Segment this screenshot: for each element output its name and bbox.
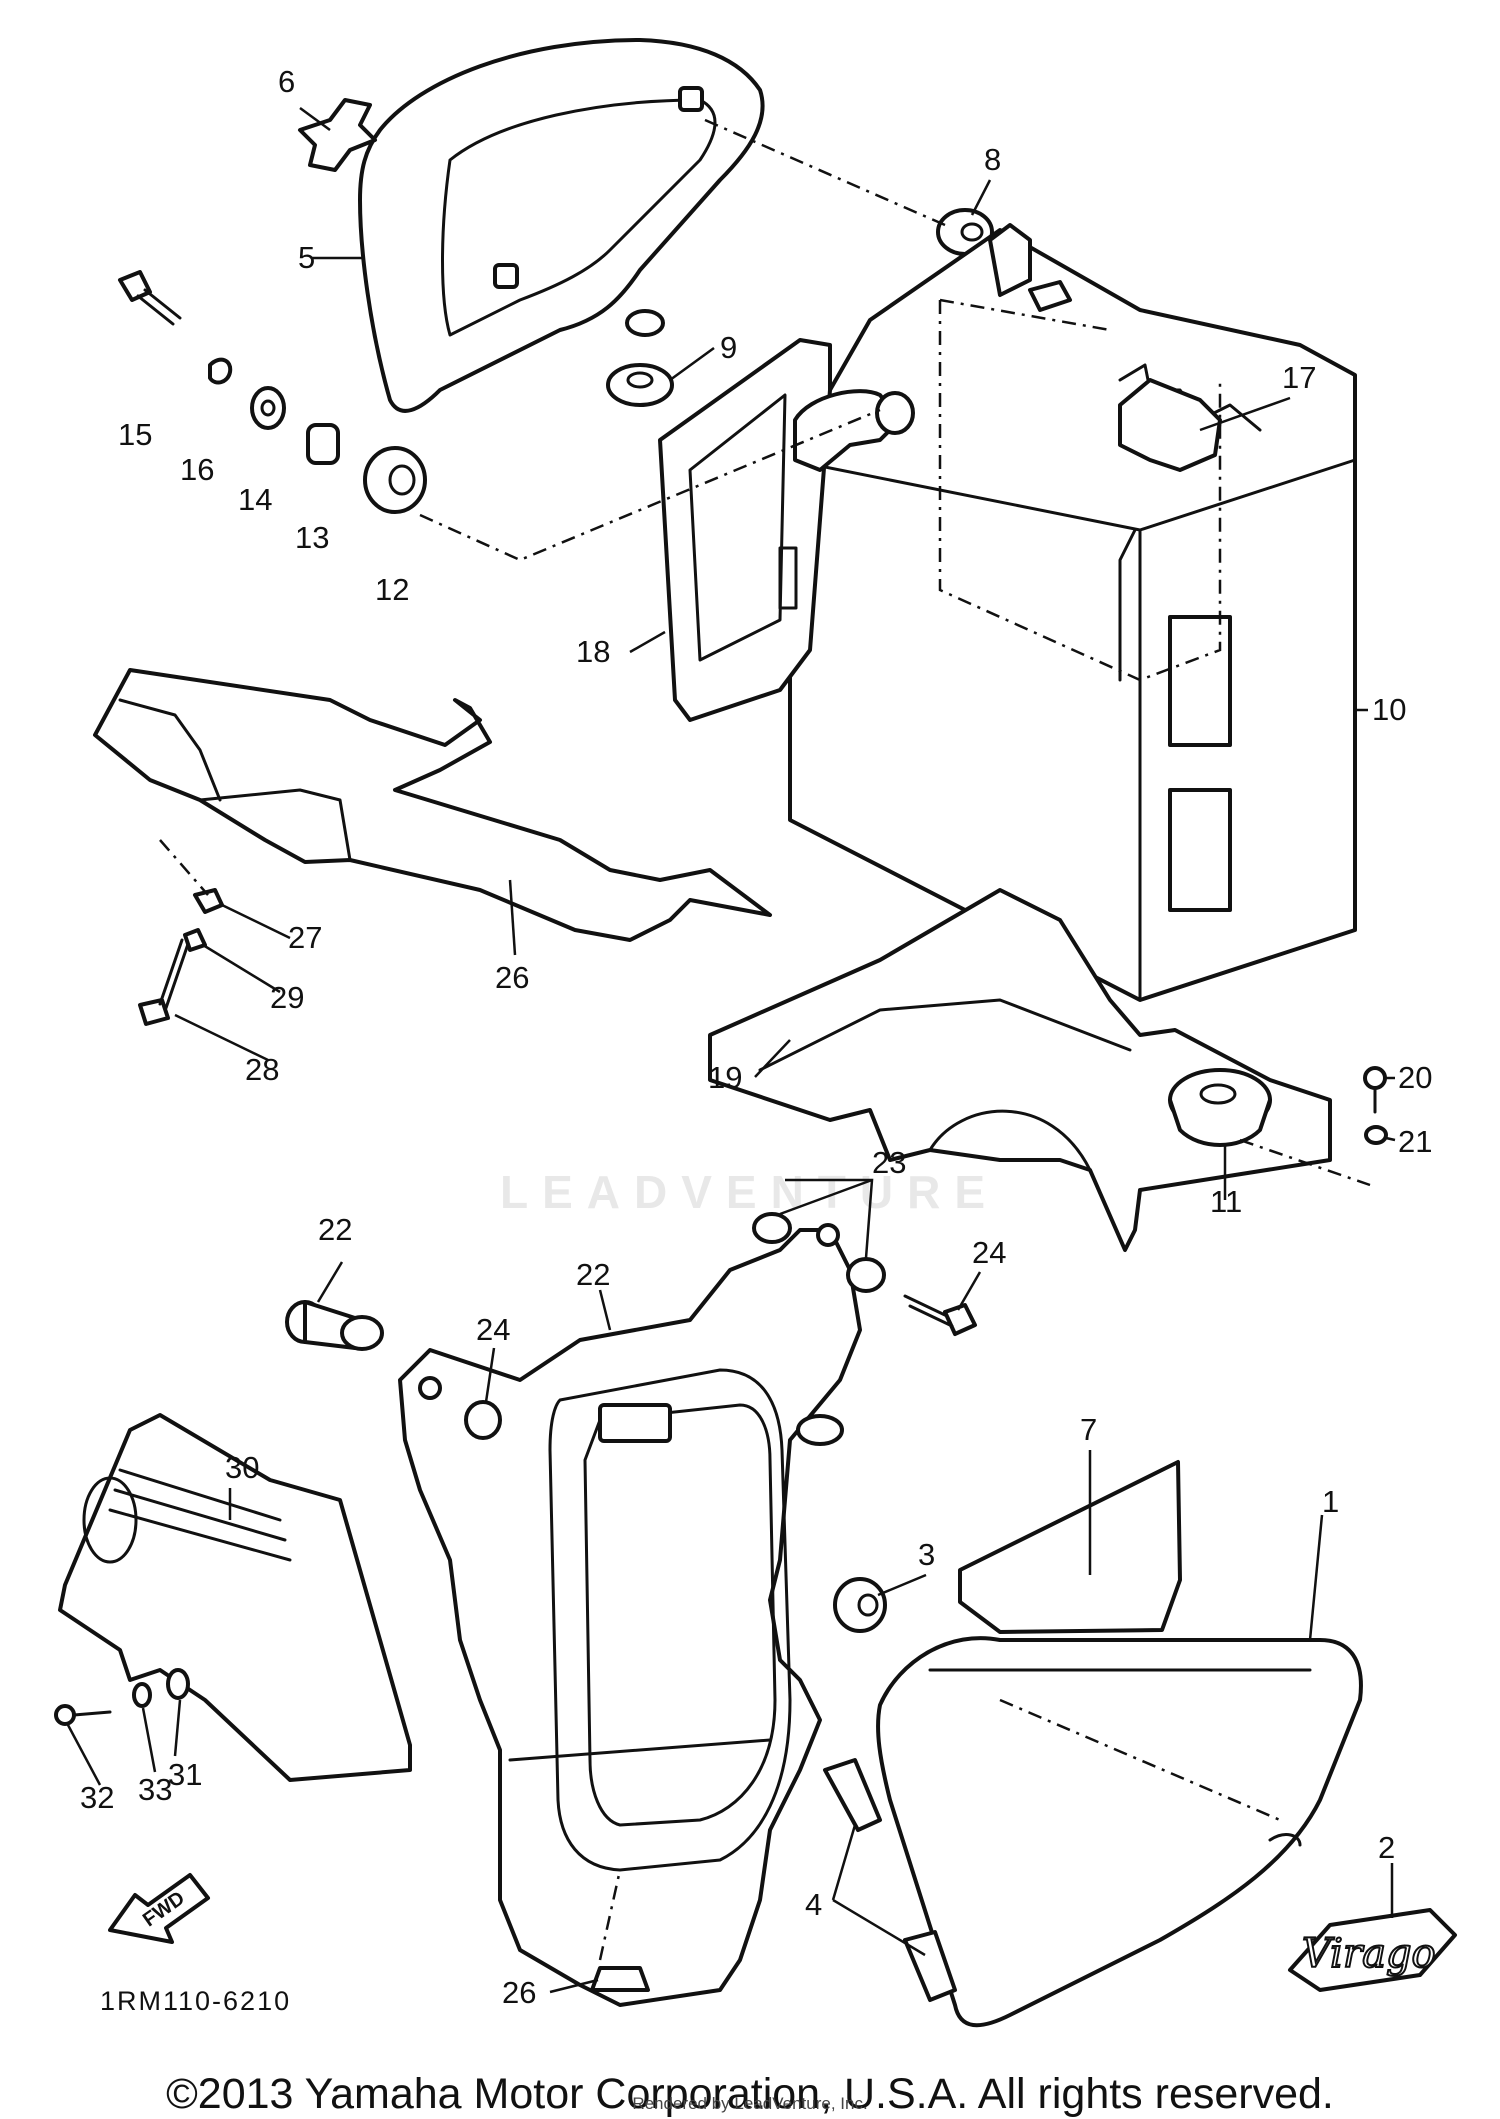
part-34-washer xyxy=(132,1682,152,1708)
part-25-bolt xyxy=(903,1294,977,1336)
part-10-battery-box xyxy=(788,223,1357,1002)
callout-4: 4 xyxy=(805,1887,822,1922)
callout-26: 26 xyxy=(502,1975,536,2010)
part-12-grommet xyxy=(363,446,427,514)
part-21-nut xyxy=(1364,1125,1388,1145)
part-27-duct xyxy=(93,668,772,942)
part-32-washer xyxy=(166,1668,190,1700)
part-23-collar xyxy=(285,1300,384,1351)
copyright-notice: ©2013 Yamaha Motor Corporation, U.S.A. A… xyxy=(166,2070,1334,2118)
callout-2: 2 xyxy=(1378,1830,1395,1865)
part-22-housing xyxy=(398,1223,862,2007)
callout-5: 5 xyxy=(298,240,315,275)
callout-31: 30 xyxy=(225,1450,259,1485)
callout-22: 22 xyxy=(576,1257,610,1292)
part-13-collar xyxy=(306,423,340,465)
callout-17: 17 xyxy=(1282,360,1316,395)
callout-19: 19 xyxy=(708,1060,742,1095)
callout-30: 29 xyxy=(270,980,304,1015)
part-20-bolt xyxy=(1363,1066,1387,1114)
emblem-text: Virago xyxy=(1302,1931,1436,1977)
callout-3: 3 xyxy=(918,1537,935,1572)
callout-20: 20 xyxy=(1398,1060,1432,1095)
callout-25: 24 xyxy=(972,1235,1006,1270)
callout-24-upper: 23 xyxy=(872,1145,906,1180)
callout-11: 11 xyxy=(1210,1184,1242,1219)
callout-8: 8 xyxy=(984,142,1001,177)
callout-14: 14 xyxy=(238,482,272,517)
assembly-dashed-lines xyxy=(159,118,1371,1961)
part-26-grommet xyxy=(590,1966,650,1992)
part-24-washer-lower xyxy=(464,1400,502,1440)
part-29-bolt xyxy=(138,938,190,1026)
part-14-washer xyxy=(250,386,286,430)
callout-24-lower: 24 xyxy=(476,1312,510,1347)
part-16-washer xyxy=(208,357,233,385)
part-10-top-bracket xyxy=(793,389,902,472)
callout-33: 32 xyxy=(80,1780,114,1815)
part-11-grommet xyxy=(1168,1068,1272,1147)
callout-numbers: 6 5 8 9 17 15 16 14 13 12 18 10 27 26 29… xyxy=(80,64,1432,2010)
forward-arrow-icon: FWD xyxy=(108,1873,210,1944)
part-10-mount-hole xyxy=(875,391,915,435)
part-1-side-cover xyxy=(876,1636,1363,2028)
part-3-grommet xyxy=(833,1577,887,1633)
part-19-lower-tray xyxy=(708,888,1332,1252)
part-33-screw xyxy=(54,1704,112,1726)
callout-28: 27 xyxy=(288,920,322,955)
callout-10: 10 xyxy=(1372,692,1406,727)
part-5-upper-cover xyxy=(358,38,765,413)
callout-15: 15 xyxy=(118,417,152,452)
diagram-code: 1RM110-6210 xyxy=(100,1986,291,2016)
part-4-pad-lower xyxy=(903,1930,957,2002)
callout-6: 6 xyxy=(278,64,295,99)
part-4-pad-upper xyxy=(823,1758,882,1832)
callout-34: 33 xyxy=(138,1772,172,1807)
part-6-clip xyxy=(298,98,377,172)
callout-13: 13 xyxy=(295,520,329,555)
watermark-text: LEADVENTURE xyxy=(500,1166,999,1218)
callout-23: 22 xyxy=(318,1212,352,1247)
part-15-bolt xyxy=(118,270,182,326)
callout-1: 1 xyxy=(1322,1484,1339,1519)
callout-32: 31 xyxy=(168,1757,202,1792)
rendered-by-notice: Rendered by LeadVenture, Inc. xyxy=(632,2094,868,2113)
callout-29: 28 xyxy=(245,1052,279,1087)
part-18-plate xyxy=(658,338,832,722)
callout-leaders xyxy=(66,106,1396,1994)
callout-12: 12 xyxy=(375,572,409,607)
part-7-decal xyxy=(958,1460,1182,1634)
part-9-grommet xyxy=(606,363,674,407)
part-2-emblem: Virago xyxy=(1288,1908,1457,1992)
callout-7: 7 xyxy=(1080,1412,1097,1447)
part-24-washer-upper xyxy=(752,1212,886,1293)
part-17-foam-strip xyxy=(1118,378,1222,472)
callout-16: 16 xyxy=(180,452,214,487)
callout-27: 26 xyxy=(495,960,529,995)
part-31-left-cover xyxy=(58,1413,412,1782)
callout-21: 21 xyxy=(1398,1124,1432,1159)
part-28-clip xyxy=(193,888,224,914)
callout-9: 9 xyxy=(720,330,737,365)
callout-18: 18 xyxy=(576,634,610,669)
